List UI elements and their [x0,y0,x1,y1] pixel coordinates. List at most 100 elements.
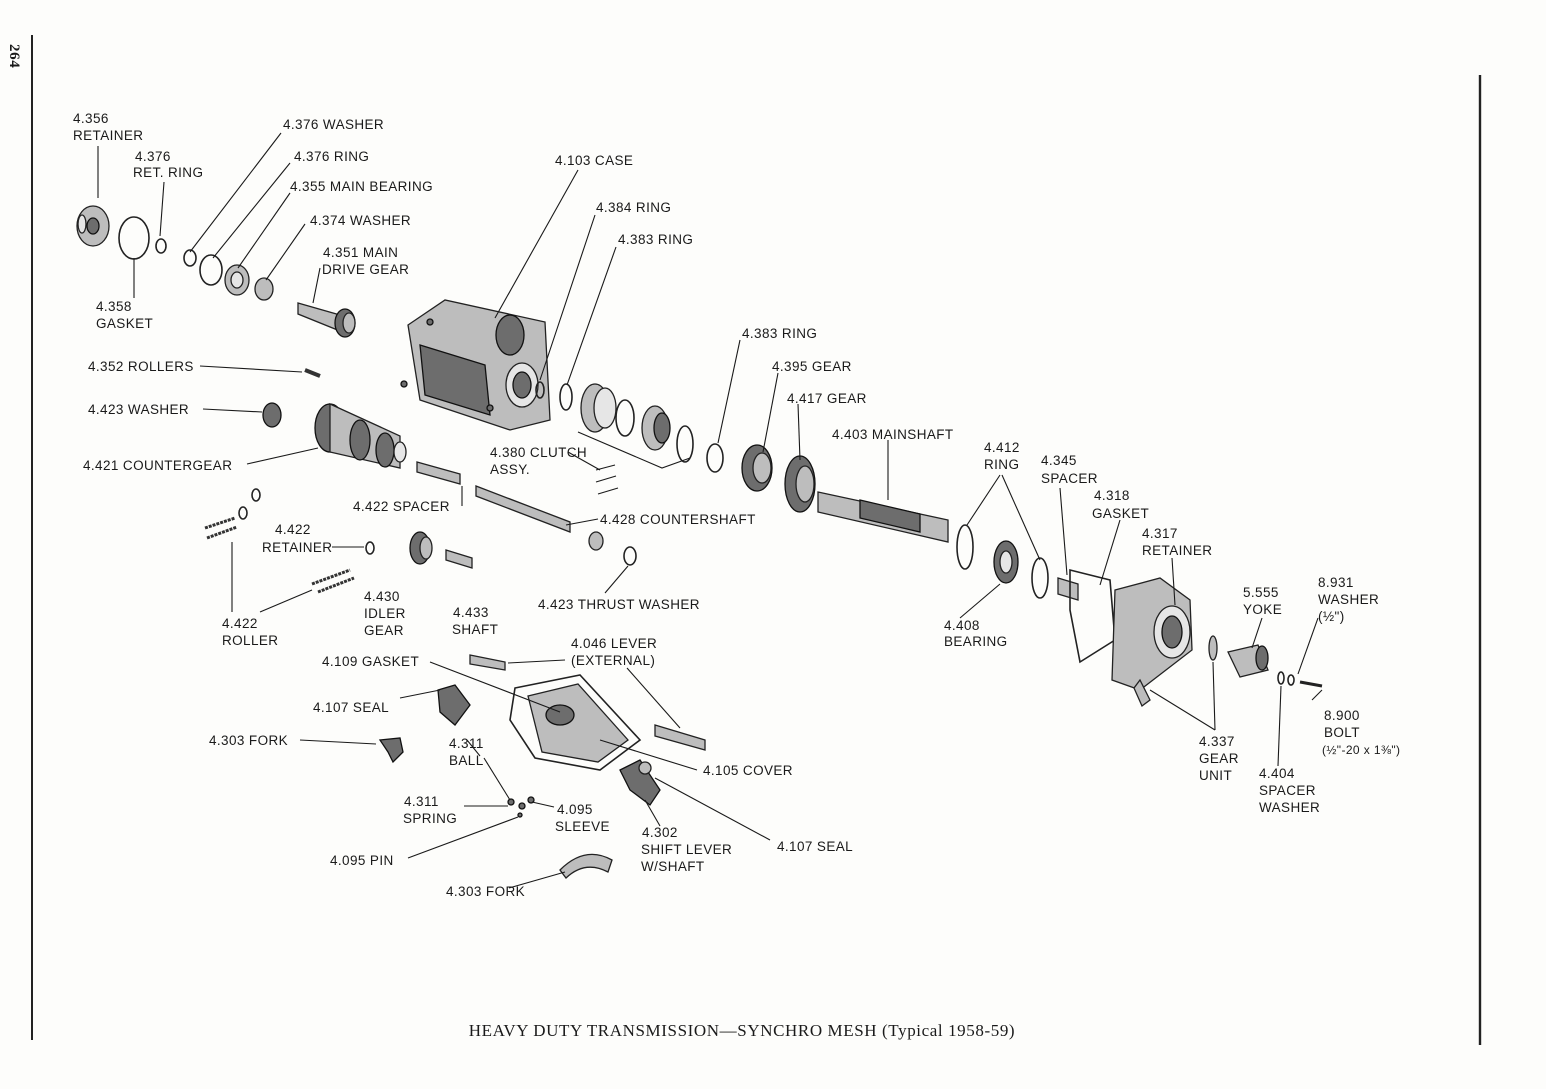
ring-4376-part [199,254,223,286]
countergear-4421-part [314,402,407,469]
label-4351-line1: 4.351 MAIN [323,245,398,260]
cover-4105-part [509,674,642,771]
label-4311-ball-name: BALL [449,753,484,768]
shift-lever-4302-part [619,759,661,806]
case-4103-part [400,299,551,431]
bolt-8900-part [1299,680,1323,688]
gasket-4318-part [1069,568,1116,664]
label-4356-num: 4.356 [73,111,109,126]
label-4107-seal-b: 4.107 SEAL [777,839,853,854]
label-4109-gasket: 4.109 GASKET [322,654,419,669]
fork-4303a-part [378,737,404,764]
part-labels: 4.356 RETAINER 4.376 RET. RING 4.376 WAS… [73,111,1400,899]
label-8900-size: (½"-20 x 1⅜") [1322,743,1400,757]
label-4422-ret-name: RETAINER [262,540,332,555]
label-4303-fork-b: 4.303 FORK [446,884,525,899]
label-8900-name: BOLT [1324,725,1360,740]
ring-4412a-part [956,524,974,570]
label-4408-name: BEARING [944,634,1008,649]
label-4430-name2: GEAR [364,623,404,638]
label-4422-spacer: 4.422 SPACER [353,499,450,514]
label-4430-num: 4.430 [364,589,400,604]
label-8900-num: 8.900 [1324,708,1360,723]
spacer-4422-part [416,461,461,485]
label-4311-ball-num: 4.311 [449,736,484,751]
ball-spring-sleeve-part [507,796,535,818]
label-4421-countergear: 4.421 COUNTERGEAR [83,458,232,473]
countershaft-4428-part [475,485,571,533]
bearing-4408-part [993,540,1019,584]
label-4380-line1: 4.380 CLUTCH [490,445,587,460]
label-4318-name: GASKET [1092,506,1149,521]
page-number: 264 [6,44,22,68]
label-4103-case: 4.103 CASE [555,153,633,168]
thrust-washer-4423a-part [588,531,604,551]
label-4107-seal-a: 4.107 SEAL [313,700,389,715]
label-4376-ring: 4.376 RING [294,149,369,164]
label-4422-roller-num: 4.422 [222,616,258,631]
label-4433-name: SHAFT [452,622,498,637]
label-4351-line2: DRIVE GEAR [322,262,409,277]
ret-ring-4376-part [155,238,167,254]
label-5555-num: 5.555 [1243,585,1279,600]
label-4337-num: 4.337 [1199,734,1235,749]
label-4311-spring-name: SPRING [403,811,457,826]
label-4302-name1: SHIFT LEVER [641,842,732,857]
label-4412-name: RING [984,457,1019,472]
label-4383-ring-a: 4.383 RING [618,232,693,247]
label-4356-name: RETAINER [73,128,143,143]
label-4417-gear: 4.417 GEAR [787,391,867,406]
idler-gear-4430-part [409,531,433,565]
label-4408-num: 4.408 [944,618,980,633]
label-4302-name2: W/SHAFT [641,859,705,874]
washer-8931-part [1287,674,1295,686]
label-4337-name2: UNIT [1199,768,1232,783]
label-5555-name: YOKE [1243,602,1282,617]
washer-4374-part [254,277,274,301]
lever-4046-part [469,654,706,751]
label-8931-name: WASHER [1318,592,1379,607]
retainer-4422b-part [251,488,261,502]
label-4345-name: SPACER [1041,471,1098,486]
label-4404-name2: WASHER [1259,800,1320,815]
label-4317-num: 4.317 [1142,526,1178,541]
label-4302-num: 4.302 [642,825,678,840]
spacer-4345-part [1057,577,1079,601]
label-4428-countershaft: 4.428 COUNTERSHAFT [600,512,756,527]
label-4376-ret-num: 4.376 [135,149,171,164]
ring-4384-part [535,381,545,399]
label-4395-gear: 4.395 GEAR [772,359,852,374]
label-4046-line2: (EXTERNAL) [571,653,655,668]
label-4358-name: GASKET [96,316,153,331]
rollers-4352-part [304,368,321,378]
label-4380-line2: ASSY. [490,462,530,477]
gear-4395-part [741,444,773,492]
label-4403-mainshaft: 4.403 MAINSHAFT [832,427,954,442]
washer-4423-part [262,402,282,428]
label-4433-num: 4.433 [453,605,489,620]
retainer-4356-part [76,205,110,247]
spacer-washer-4404-part [1277,671,1285,685]
retainer-4422c-part [365,541,375,555]
label-4303-fork-a: 4.303 FORK [209,733,288,748]
label-4430-name1: IDLER [364,606,406,621]
label-4376-ret-name: RET. RING [133,165,203,180]
retainer-4317-part [1111,577,1193,708]
label-4422-ret-num: 4.422 [275,522,311,537]
label-8931-num: 8.931 [1318,575,1354,590]
label-4317-name: RETAINER [1142,543,1212,558]
label-4423-thrust-washer: 4.423 THRUST WASHER [538,597,700,612]
label-4311-spring-num: 4.311 [404,794,439,809]
retainer-4422a-part [238,506,248,520]
roller-4422-part [204,516,355,594]
label-4352-rollers: 4.352 ROLLERS [88,359,194,374]
label-4046-line1: 4.046 LEVER [571,636,657,651]
gear-unit-4337-part [1208,635,1218,661]
label-4355-main-bearing: 4.355 MAIN BEARING [290,179,433,194]
clutch-assy-4380-part [577,383,694,495]
gear-4417-part [784,455,816,513]
label-4422-roller-name: ROLLER [222,633,278,648]
label-4345-num: 4.345 [1041,453,1077,468]
ring-4412b-part [1031,557,1049,599]
